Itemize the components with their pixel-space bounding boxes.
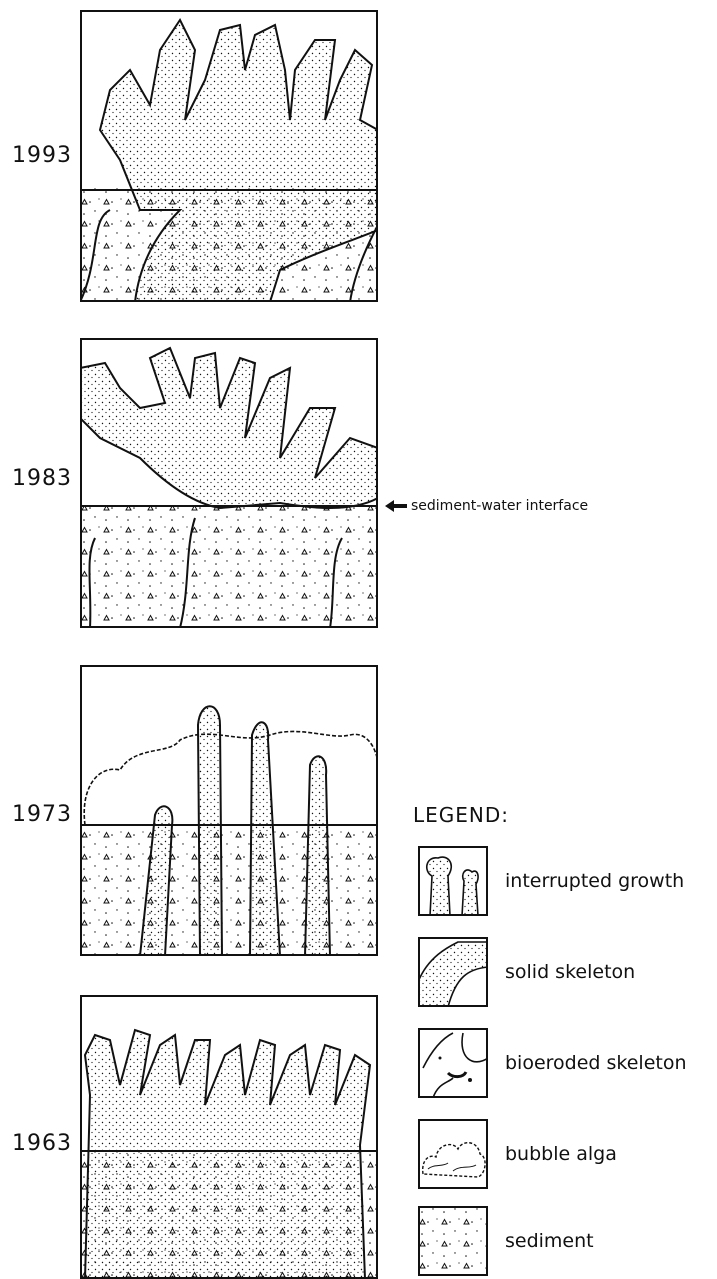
legend-label-interrupted-growth: interrupted growth	[505, 870, 684, 892]
coral-panel-1973	[80, 665, 378, 956]
year-label-1973: 1973	[12, 802, 72, 827]
legend-label-bioeroded-skeleton: bioeroded skeleton	[505, 1052, 687, 1074]
legend-item-interrupted-growth: interrupted growth	[418, 846, 684, 916]
coral-panel-1963	[80, 995, 378, 1279]
interrupted-growth-swatch-icon	[418, 846, 488, 916]
legend-title: LEGEND:	[413, 803, 509, 827]
year-label-1963: 1963	[12, 1131, 72, 1156]
legend-item-bubble-alga: bubble alga	[418, 1119, 617, 1189]
legend-item-bioeroded-skeleton: bioeroded skeleton	[418, 1028, 687, 1098]
legend-label-sediment: sediment	[505, 1230, 594, 1252]
year-label-1993: 1993	[12, 143, 72, 168]
annotation-label: sediment-water interface	[411, 498, 588, 514]
legend-item-solid-skeleton: solid skeleton	[418, 937, 635, 1007]
legend-item-sediment: sediment	[418, 1206, 594, 1276]
legend-label-solid-skeleton: solid skeleton	[505, 961, 635, 983]
coral-panel-1983	[80, 338, 378, 628]
bioeroded-skeleton-swatch-icon	[418, 1028, 488, 1098]
solid-skeleton-swatch-icon	[418, 937, 488, 1007]
coral-panel-1993	[80, 10, 378, 302]
arrow-left-icon	[385, 499, 407, 513]
bubble-alga-swatch-icon	[418, 1119, 488, 1189]
year-label-1983: 1983	[12, 466, 72, 491]
sediment-water-interface-annotation: sediment-water interface	[385, 498, 588, 514]
legend-label-bubble-alga: bubble alga	[505, 1143, 617, 1165]
sediment-swatch-icon	[418, 1206, 488, 1276]
